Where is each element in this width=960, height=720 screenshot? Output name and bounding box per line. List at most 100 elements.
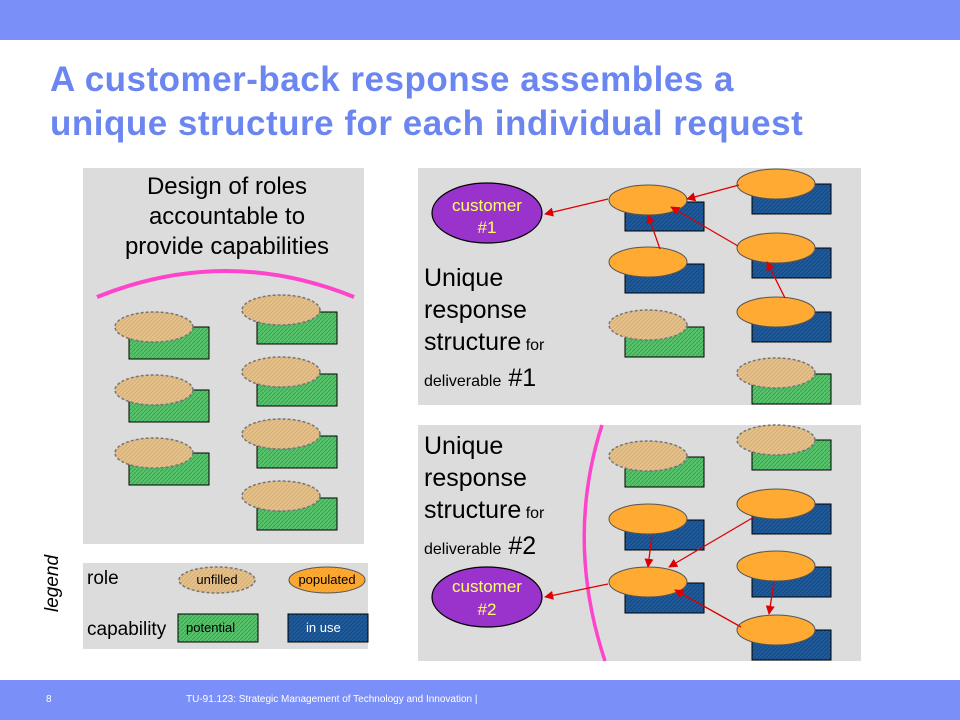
arrow-r1-4 <box>646 214 661 250</box>
response-2-line-3: structure for <box>424 494 544 530</box>
customer-2-ellipse <box>431 566 543 628</box>
arrow-r2-4 <box>674 589 742 628</box>
role-unfilled <box>114 437 194 469</box>
response-1-line-1: Unique <box>424 264 504 292</box>
design-arc <box>96 269 355 299</box>
role-populated <box>608 246 688 278</box>
legend-populated-text: populated <box>298 572 356 587</box>
r2-pair-a <box>608 440 705 488</box>
r2-pair-d <box>736 424 832 471</box>
r1-pair-d <box>736 168 832 215</box>
r1-pair-b <box>608 246 705 294</box>
role-populated <box>736 550 816 582</box>
role-populated <box>736 168 816 200</box>
legend-role-label: role <box>87 568 119 589</box>
design-heading-line-1: Design of roles <box>146 173 308 200</box>
title-line-2: unique structure for each individual req… <box>50 104 804 143</box>
title-line-1: A customer-back response assembles a <box>50 60 734 99</box>
role-unfilled <box>608 440 688 472</box>
legend-in-use-chip <box>287 613 369 643</box>
role-populated <box>608 184 688 216</box>
legend-populated-chip <box>288 566 366 594</box>
page-number: 8 <box>46 694 52 705</box>
role-unfilled <box>241 418 321 450</box>
response-1-line-2: response <box>424 296 527 324</box>
response-2-line-3-small: for <box>521 505 545 522</box>
r2-pair-c <box>608 566 705 614</box>
r1-pair-c <box>608 309 705 358</box>
response-2-text: Unique response structure for deliverabl… <box>424 430 544 566</box>
role-unfilled <box>241 356 321 388</box>
r1-pair-e <box>736 232 832 279</box>
response-1-line-3-small: for <box>521 337 545 354</box>
legend-potential-text: potential <box>186 620 236 635</box>
response-2-line-4: deliverable #2 <box>424 530 544 566</box>
role-unfilled <box>241 294 321 326</box>
r2-pair-e <box>736 488 832 535</box>
response-1-text: Unique response structure for deliverabl… <box>424 262 544 398</box>
response-1-line-4-main: #1 <box>501 364 537 392</box>
role-populated <box>736 296 816 328</box>
arrow-r2-3 <box>668 516 755 568</box>
response-2-line-4-main: #2 <box>501 532 537 560</box>
role-populated <box>608 566 688 598</box>
arrow-r2-5 <box>765 581 775 615</box>
design-pair-5 <box>241 356 338 407</box>
footer-band <box>0 680 960 720</box>
footer-text: TU-91.123: Strategic Management of Techn… <box>186 694 478 705</box>
design-pair-1 <box>114 311 210 360</box>
response-2-line-4-small: deliverable <box>424 541 502 558</box>
r1-pair-a <box>608 184 705 232</box>
r2-pair-g <box>736 614 832 661</box>
role-unfilled <box>114 311 194 343</box>
role-unfilled <box>114 374 194 406</box>
response-1-line-4-small: deliverable <box>424 373 502 390</box>
r1-pair-f <box>736 296 832 343</box>
design-pair-6 <box>241 418 338 469</box>
legend-capability-label: capability <box>87 619 167 640</box>
legend-unfilled-chip <box>178 566 256 594</box>
design-pair-7 <box>241 480 338 531</box>
role-populated <box>736 232 816 264</box>
response-2-line-2: response <box>424 464 527 492</box>
design-heading-line-3: provide capabilities <box>124 233 330 260</box>
arrow-r2-1 <box>544 583 609 600</box>
top-band <box>0 0 960 40</box>
role-unfilled <box>608 309 688 341</box>
r2-pair-b <box>608 503 705 551</box>
response-2-line-1: Unique <box>424 432 504 460</box>
response-1-line-4: deliverable #1 <box>424 362 544 398</box>
design-pair-2 <box>114 374 210 423</box>
customer-1-ellipse <box>431 182 543 244</box>
arrow-r2-2 <box>644 534 654 568</box>
arrow-r1-1 <box>544 198 609 217</box>
design-heading-line-2: accountable to <box>148 203 306 230</box>
slide-title: A customer-back response assembles a uni… <box>50 58 930 146</box>
customer-2-line-2: #2 <box>478 600 497 619</box>
design-pair-3 <box>114 437 210 486</box>
r2-pair-f <box>736 550 832 598</box>
response-1-line-3: structure for <box>424 326 544 362</box>
role-unfilled <box>736 357 816 389</box>
response-2-line-3-main: structure <box>424 496 522 524</box>
customer-1-line-2: #1 <box>478 218 497 237</box>
response2-arc <box>582 424 607 662</box>
role-populated <box>608 503 688 535</box>
arrow-r1-3 <box>670 206 739 247</box>
customer-1-line-1: customer <box>452 196 522 215</box>
legend-potential-chip <box>177 613 259 643</box>
legend-in-use-text: in use <box>306 620 341 635</box>
role-unfilled <box>241 480 321 512</box>
r1-pair-g <box>736 357 832 405</box>
arrow-r1-5 <box>766 261 786 299</box>
customer-2-line-1: customer <box>452 577 522 596</box>
legend-word: legend <box>42 554 63 612</box>
role-populated <box>736 488 816 520</box>
role-populated <box>736 614 816 646</box>
design-heading: Design of roles accountable to provide c… <box>96 172 358 262</box>
response-1-line-3-main: structure <box>424 328 522 356</box>
arrow-r1-2 <box>686 184 740 202</box>
legend-unfilled-text: unfilled <box>196 572 238 587</box>
role-unfilled <box>736 424 816 456</box>
